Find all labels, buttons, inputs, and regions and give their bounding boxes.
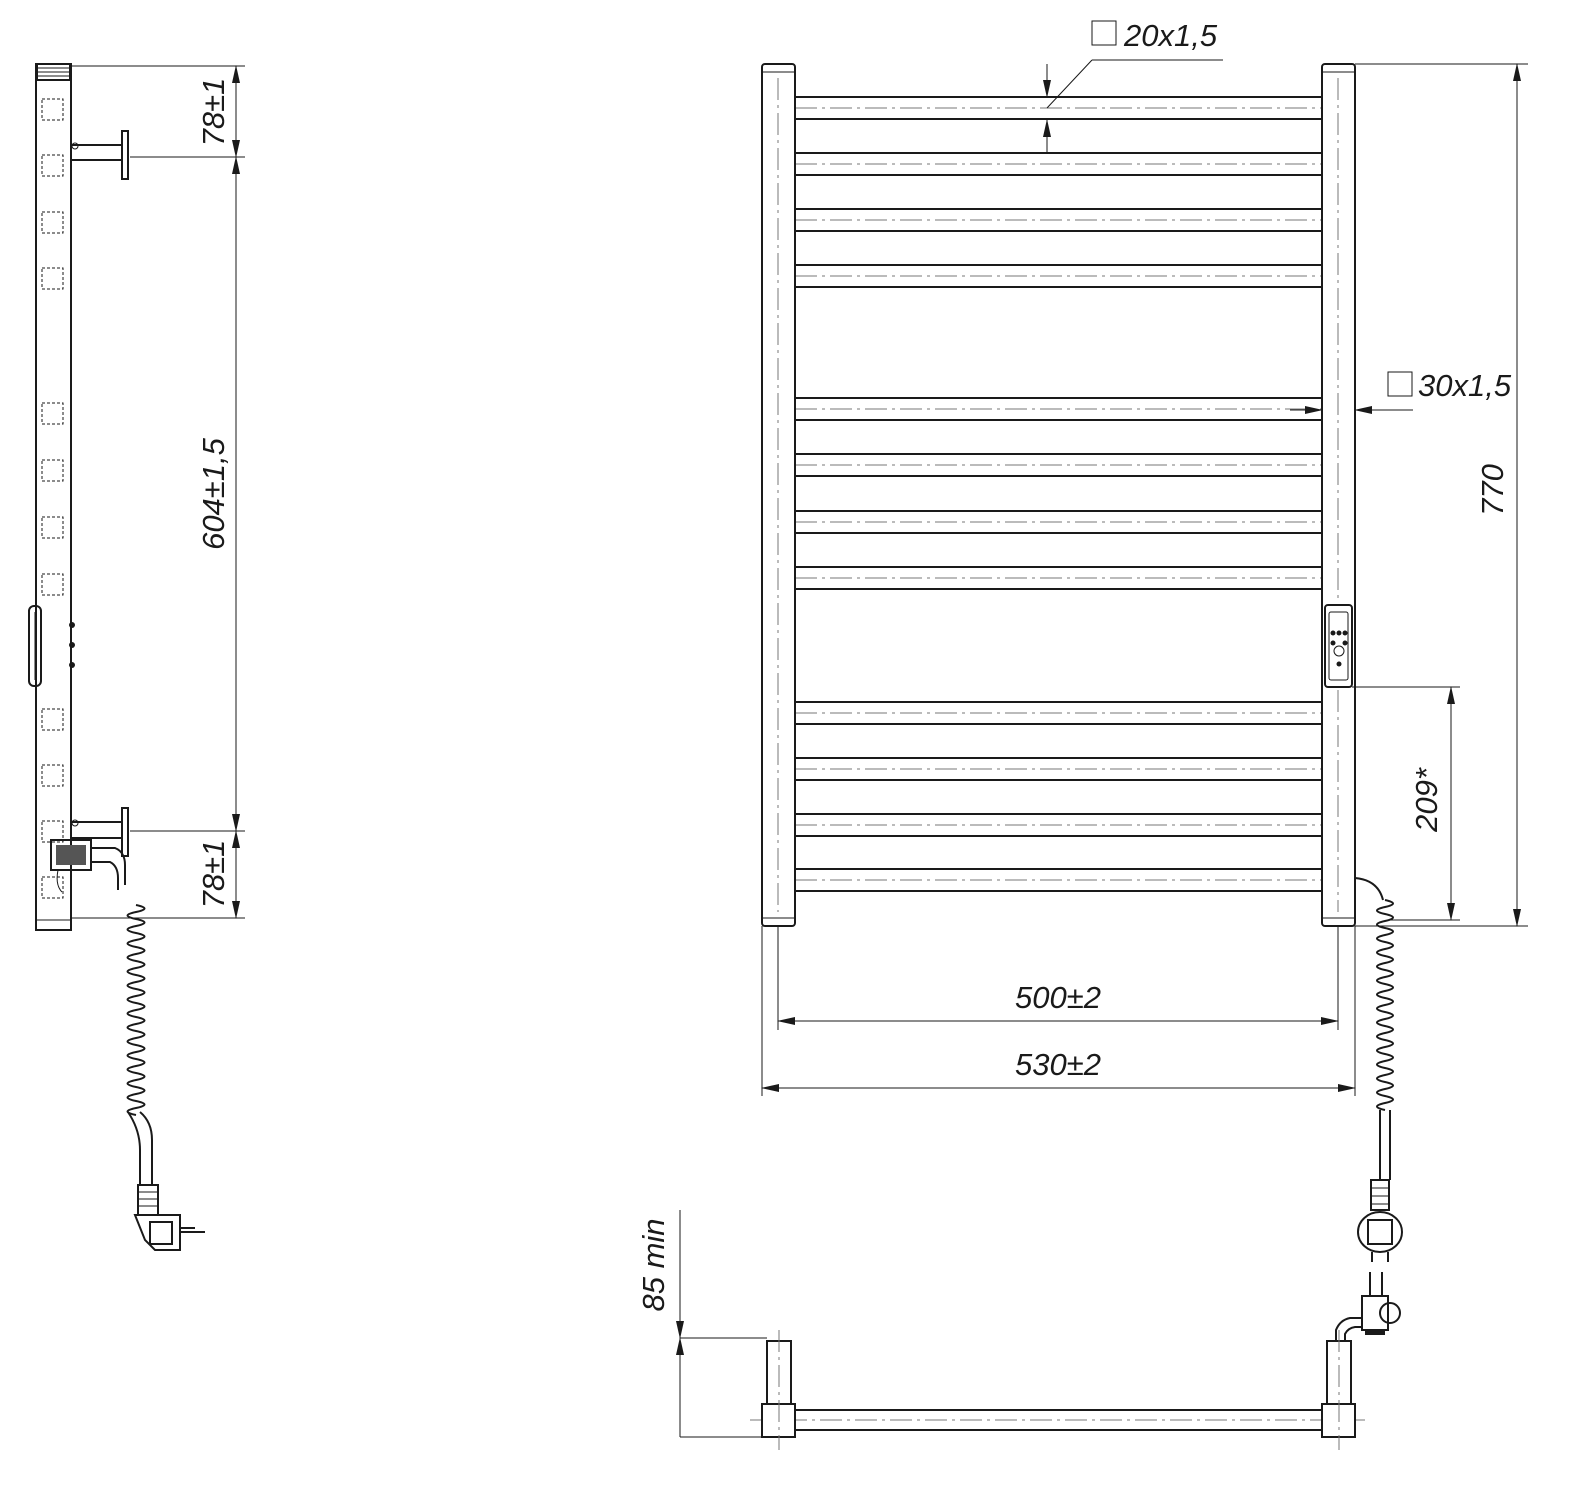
side-bar-ends: [41, 98, 64, 899]
dim-height: 770: [1475, 464, 1510, 516]
dim-collector-profile: 30x1,5: [1418, 368, 1512, 403]
side-top-bracket: [71, 130, 129, 180]
top-view: 85 min: [636, 1210, 1401, 1450]
dim-controller-height: 209*: [1409, 767, 1444, 833]
dim-inner-width: 500±2: [1015, 980, 1101, 1015]
front-coiled-cord: [1376, 899, 1394, 1111]
side-collector-cap: [36, 63, 71, 81]
side-collector: [35, 63, 72, 931]
side-bottom-bracket: [71, 807, 129, 857]
dim-side-top: 78±1: [196, 78, 231, 147]
side-dimensions: [71, 65, 245, 919]
side-plug: [133, 1184, 205, 1251]
front-controller: [1324, 604, 1353, 688]
side-coiled-cord: [126, 904, 146, 1116]
dim-bar-profile: 20x1,5: [1123, 18, 1218, 53]
front-plug: [1357, 1179, 1403, 1262]
dim-outer-width: 530±2: [1015, 1047, 1101, 1082]
front-bars: [794, 96, 1323, 892]
side-view: 78±1 604±1,5 78±1: [28, 63, 245, 1251]
dim-side-bottom: 78±1: [196, 840, 231, 909]
front-view: 20x1,5 30x1,5 770 209* 500±2 530±2: [761, 18, 1528, 1262]
top-plug: [1361, 1272, 1401, 1335]
square-profile-icon-2: [1387, 371, 1413, 397]
square-profile-icon: [1091, 20, 1117, 46]
side-power-connector: [50, 839, 126, 893]
dim-wall-distance: 85 min: [636, 1218, 671, 1311]
front-dimensions: [761, 20, 1528, 1096]
side-controller: [28, 605, 42, 687]
dim-side-middle: 604±1,5: [196, 437, 231, 550]
